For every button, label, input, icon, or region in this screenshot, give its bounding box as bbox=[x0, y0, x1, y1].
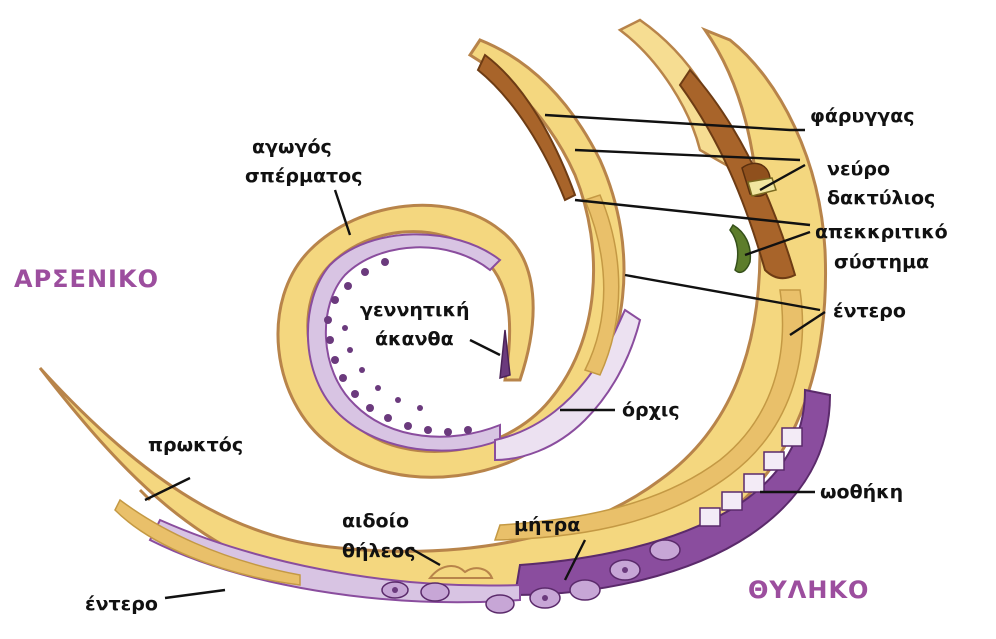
label-vulva-line1: αιδοίο bbox=[342, 510, 409, 532]
leader-spicule bbox=[470, 340, 500, 355]
female-sex-label: ΘΥΛΗΚΟ bbox=[748, 576, 869, 604]
label-spicule-line1: γεννητική bbox=[360, 299, 469, 321]
label-nerve-ring-line1: νεύρο bbox=[827, 158, 890, 180]
female-excretory-pore bbox=[730, 225, 750, 272]
label-excretory-line1: απεκκριτικό bbox=[815, 221, 948, 243]
label-pharynx: φάρυγγας bbox=[810, 105, 915, 127]
label-ovary: ωοθήκη bbox=[820, 481, 903, 503]
label-vulva-line2: θήλεος bbox=[342, 540, 416, 562]
label-nerve-ring-line2: δακτύλιος bbox=[827, 187, 935, 209]
label-spicule-line2: άκανθα bbox=[375, 328, 454, 350]
label-intestine-right: έντερο bbox=[833, 300, 906, 322]
label-sperm-duct-line1: αγωγός bbox=[252, 136, 332, 158]
label-intestine-left: έντερο bbox=[85, 593, 158, 615]
label-excretory-line2: σύστημα bbox=[834, 251, 929, 273]
label-sperm-duct-line2: σπέρματος bbox=[245, 165, 362, 187]
leader-intestine-l bbox=[165, 590, 225, 598]
male-worm bbox=[140, 40, 640, 500]
label-anus: πρωκτός bbox=[148, 434, 243, 456]
label-testis: όρχις bbox=[622, 399, 680, 421]
label-uterus: μήτρα bbox=[514, 514, 580, 536]
male-sex-label: ΑΡΣΕΝΙΚΟ bbox=[14, 265, 159, 293]
